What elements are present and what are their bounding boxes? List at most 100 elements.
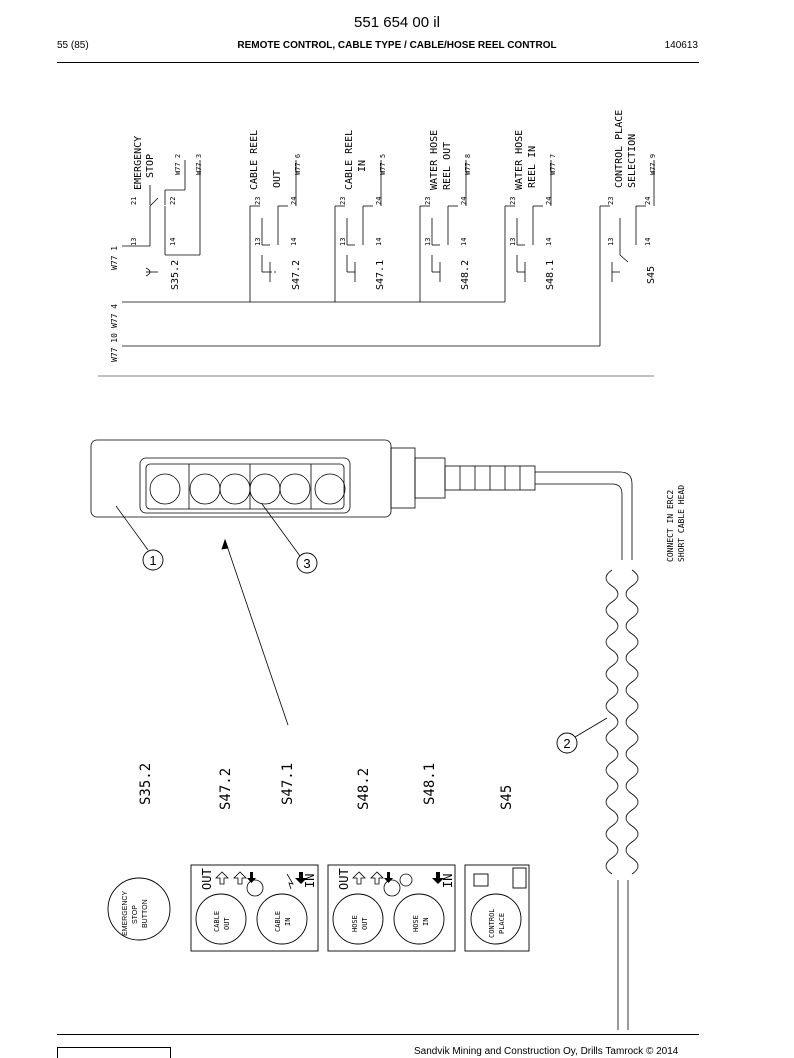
callout-number: 2	[563, 736, 570, 751]
switch-ref: S35.2	[170, 260, 181, 290]
emergency-line1: EMERGENCY	[122, 891, 129, 936]
terminal-top-a: 23	[424, 197, 432, 205]
terminal-top-a: 23	[254, 197, 262, 205]
terminal-bot-b: 14	[290, 238, 298, 246]
schematic-wiring	[122, 160, 655, 347]
legend-ref: S48.1	[422, 763, 438, 805]
page-number: 55 (85)	[57, 40, 89, 51]
schematic-labels: W77 1 W77 4 W77 10	[110, 246, 119, 362]
terminal-bot-b: 14	[375, 238, 383, 246]
arrow-icons	[215, 871, 413, 897]
hose-icon	[399, 873, 413, 887]
terminal-top-a: 23	[339, 197, 347, 205]
legend-ref: S48.2	[356, 768, 372, 810]
switch-label-2: SELECTION	[627, 134, 638, 188]
pendant-button	[219, 473, 251, 505]
document-number: 551 654 00 il	[354, 14, 440, 31]
wire-label: W77 3	[195, 154, 203, 175]
legend-ref: S47.2	[218, 768, 234, 810]
terminal-top-b: 22	[169, 197, 177, 205]
document-date: 140613	[664, 40, 698, 51]
terminal-bot-a: 13	[130, 238, 138, 246]
cable-out-label: OUT	[200, 868, 214, 890]
arrow-up-icon	[233, 871, 247, 885]
terminal-bot-a: 13	[607, 238, 615, 246]
pendant-button	[314, 473, 346, 505]
cable-note-line1: CONNECT IN ERC2	[666, 490, 675, 562]
pendant-button	[189, 473, 221, 505]
legend-ref: S47.1	[280, 763, 296, 805]
switch-label-1: WATER HOSE	[514, 130, 525, 190]
terminal-top-b: 24	[545, 197, 553, 205]
switch-label-2: REEL IN	[527, 146, 538, 188]
cable-in-button-line1: CABLE	[274, 911, 282, 932]
legend-texts: EMERGENCY STOP BUTTON OUT IN CABLE OUT C…	[122, 868, 506, 938]
arrow-up-icon	[215, 871, 229, 885]
terminal-bot-a: 13	[339, 238, 347, 246]
arrow-down-icon	[432, 872, 444, 884]
header-rule	[57, 62, 699, 63]
switch-label-2: STOP	[145, 154, 156, 178]
cable-note-line2: SHORT CABLE HEAD	[677, 485, 686, 562]
control-panel	[464, 864, 530, 952]
wire-label-w77-4: W77 4	[110, 304, 119, 328]
terminal-top-b: 24	[290, 197, 298, 205]
wire-label: W77 2	[174, 154, 182, 175]
terminal-top-b: 24	[460, 197, 468, 205]
legend-ref: S35.2	[138, 763, 154, 805]
lightning-icon	[286, 873, 294, 890]
hose-out-button-line1: HOSE	[351, 915, 359, 932]
legend-refs: S35.2 S47.2 S47.1 S48.2 S48.1 S45	[138, 763, 515, 810]
legend-ref: S45	[499, 785, 515, 810]
pendant-button	[149, 473, 181, 505]
pendant-button	[279, 473, 311, 505]
terminal-bot-b: 14	[169, 238, 177, 246]
terminal-bot-b: 14	[545, 238, 553, 246]
terminal-bot-a: 13	[509, 238, 517, 246]
legend-panels	[107, 864, 530, 952]
arrow-up-icon	[370, 871, 384, 885]
switch-label-1: WATER HOSE	[429, 130, 440, 190]
arrow-down-icon	[384, 872, 393, 883]
hose-out-button-line2: OUT	[361, 917, 369, 930]
switch-label-2: REEL OUT	[442, 142, 453, 190]
switch-labels: EMERGENCY STOP S35.2 21 22 13 14 W77 2 W…	[130, 110, 657, 290]
wire-label-w77-10: W77 10	[110, 333, 119, 362]
terminal-top-a: 21	[130, 197, 138, 205]
emergency-line2: STOP	[132, 905, 139, 924]
cable-out-button-line2: OUT	[223, 917, 231, 930]
arrow-up-icon	[352, 871, 366, 885]
switch-ref: S47.1	[375, 260, 386, 290]
terminal-top-a: 23	[607, 197, 615, 205]
switch-ref: S45	[646, 266, 657, 284]
reel-icon	[383, 879, 401, 897]
pendant-button	[249, 473, 281, 505]
switch-ref: S48.1	[545, 260, 556, 290]
cable-in-button-line2: IN	[284, 918, 292, 926]
terminal-bot-a: 13	[254, 238, 262, 246]
wire-label-w77-1: W77 1	[110, 246, 119, 270]
pendant-drawing	[90, 439, 639, 1030]
reel-icon	[246, 879, 264, 897]
hose-out-label: OUT	[337, 868, 351, 890]
hose-in-button-line1: HOSE	[412, 915, 420, 932]
callout-number: 3	[303, 556, 310, 571]
callout-number: 1	[149, 553, 156, 568]
switch-ref: S47.2	[291, 260, 302, 290]
switch-label-1: CONTROL PLACE	[614, 110, 625, 188]
switch-label-2: IN	[357, 160, 368, 172]
button-panel	[139, 457, 351, 514]
arrow-down-icons	[247, 872, 444, 884]
callouts: 1 2 3	[142, 549, 578, 754]
cable-out-button-line1: CABLE	[213, 911, 221, 932]
footer-rule	[57, 1034, 699, 1035]
control-place-line1: CONTROL	[488, 908, 496, 938]
control-place-line2: PLACE	[498, 913, 506, 934]
wire-label: W77 8	[464, 154, 472, 175]
arrow-down-icon	[295, 872, 307, 884]
emergency-stop-symbol	[107, 877, 171, 941]
terminal-bot-a: 13	[424, 238, 432, 246]
terminal-top-a: 23	[509, 197, 517, 205]
terminal-bot-b: 14	[644, 238, 652, 246]
